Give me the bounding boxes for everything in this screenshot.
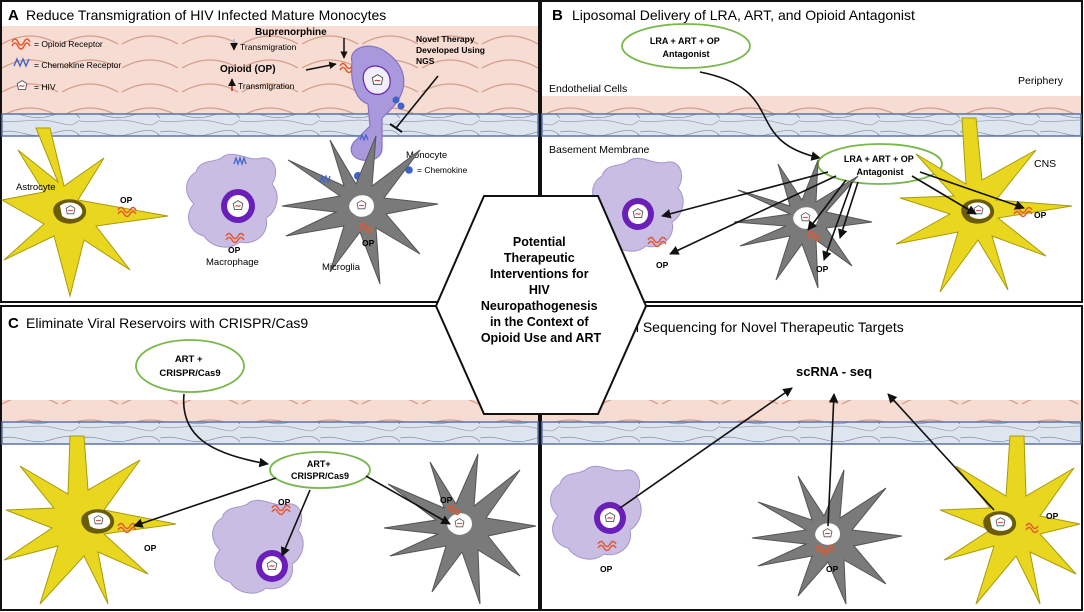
opioid-receptor-icon [807, 230, 821, 238]
op-label: OP [826, 564, 839, 574]
microglia-label: Microglia [322, 262, 361, 273]
arrow [827, 393, 839, 527]
monocyte [339, 45, 405, 180]
scrna-seq-label: scRNA - seq [796, 364, 872, 379]
arrows [661, 171, 1025, 261]
panel-c-letter: C [8, 315, 19, 332]
op-label: OP [600, 564, 613, 574]
panel-c-title: Eliminate Viral Reservoirs with CRISPR/C… [26, 315, 308, 331]
periphery-label: Periphery [1018, 75, 1064, 87]
endothelium-layer [542, 96, 1081, 114]
basement-membrane-layer [541, 421, 1082, 445]
astrocyte [895, 117, 1073, 293]
basement-label: Basement Membrane [549, 144, 650, 156]
endothelial-label: Endothelial Cells [549, 83, 627, 95]
art-crispr-oval-cns [269, 451, 371, 489]
op-label: OP [656, 260, 669, 270]
chemokine-icon [405, 166, 413, 174]
legend: = Opioid Receptor = Chemokine Receptor =… [11, 38, 121, 92]
arrow [365, 475, 451, 525]
arrow [699, 71, 821, 161]
chemokine-label: = Chemokine [417, 165, 468, 175]
op-label: OP [278, 497, 291, 507]
opioid-receptor-icon [597, 540, 617, 548]
opioid-receptor-icon [1025, 522, 1039, 530]
panel-d-title: Single Cell Sequencing for Novel Therape… [572, 319, 904, 335]
buprenorphine-label: Buprenorphine [255, 27, 327, 38]
legend-hiv-label: = HIV [34, 82, 56, 92]
macrophage-label: Macrophage [206, 257, 259, 268]
chemokine-receptor-icon [359, 133, 369, 142]
opioid-receptor-icon [359, 222, 373, 230]
arrow [887, 393, 995, 511]
monocyte-label: Monocyte [406, 150, 447, 161]
arrow [182, 393, 269, 468]
macrophage [592, 157, 684, 252]
oval-label: ART+ CRISPR/Cas9 [291, 459, 349, 481]
lra-art-op-oval-cns [817, 143, 943, 185]
opioid-receptor-icon [815, 544, 835, 552]
op-label: OP [440, 495, 453, 505]
lra-art-op-oval [621, 23, 751, 69]
microglia [281, 135, 439, 285]
art-crispr-oval [135, 339, 245, 393]
astrocyte [3, 435, 177, 605]
opioid-receptor-icon [225, 232, 245, 240]
transmigration-down-label: Transmigration [240, 42, 297, 52]
chemokine-receptor-icon [319, 174, 331, 184]
endothelium-layer [542, 400, 1081, 422]
oval-label: LRA + ART + OP Antagonist [844, 154, 916, 177]
basement-membrane-layer [1, 421, 539, 445]
legend-chemokine-label: = Chemokine Receptor [34, 60, 121, 70]
endothelium-layer [2, 26, 538, 114]
opioid-receptor-icon [647, 236, 667, 244]
basement-membrane-layer [541, 113, 1082, 137]
opioid-receptor-icon [447, 504, 461, 512]
op-label: OP [1034, 210, 1047, 220]
arrow [280, 489, 311, 557]
op-label: OP [362, 238, 375, 248]
opioid-label: Opioid (OP) [220, 64, 276, 75]
op-label: OP [144, 543, 157, 553]
chemokine-receptor-icon [13, 57, 30, 68]
arrow [619, 387, 793, 509]
novel-therapy-inhibitor-line [395, 75, 439, 129]
op-label: OP [1046, 511, 1059, 521]
macrophage [212, 499, 304, 594]
center-title: Potential Therapeutic Interventions for … [481, 235, 602, 345]
macrophage [550, 465, 642, 560]
chemokine-receptor-icon [233, 156, 247, 166]
astrocyte [939, 435, 1081, 605]
oval-label: ART + CRISPR/Cas9 [159, 354, 220, 379]
panel-a-letter: A [8, 7, 19, 24]
opioid-receptor-icon [117, 522, 137, 530]
panel-b-letter: B [552, 7, 563, 24]
cns-label: CNS [1034, 158, 1056, 170]
opioid-receptor-icon [11, 38, 31, 46]
opioid-receptor-icon [339, 62, 353, 70]
endothelium-layer [2, 400, 538, 422]
astrocyte [0, 127, 169, 298]
panel-a [0, 0, 540, 303]
novel-therapy-label: Novel Therapy Developed Using NGS [416, 34, 487, 66]
opioid-receptor-icon [117, 206, 137, 214]
op-label: OP [120, 195, 133, 205]
panel-b-title: Liposomal Delivery of LRA, ART, and Opio… [572, 7, 915, 23]
astrocyte-label: Astrocyte [16, 182, 56, 193]
microglia [383, 453, 537, 605]
legend-opioid-label: = Opioid Receptor [34, 39, 103, 49]
op-label: OP [228, 245, 241, 255]
center-hexagon: Potential Therapeutic Interventions for … [434, 195, 648, 415]
panel-a-title: Reduce Transmigration of HIV Infected Ma… [26, 7, 386, 23]
basement-membrane-layer [1, 113, 539, 137]
oval-label: LRA + ART + OP Antagonist [650, 36, 722, 59]
opioid-receptor-icon [271, 504, 291, 512]
macrophage [186, 153, 278, 248]
microglia [751, 469, 903, 605]
transmigration-up-label: Transmigration [238, 81, 295, 91]
arrow [133, 477, 277, 528]
op-label: OP [816, 264, 829, 274]
